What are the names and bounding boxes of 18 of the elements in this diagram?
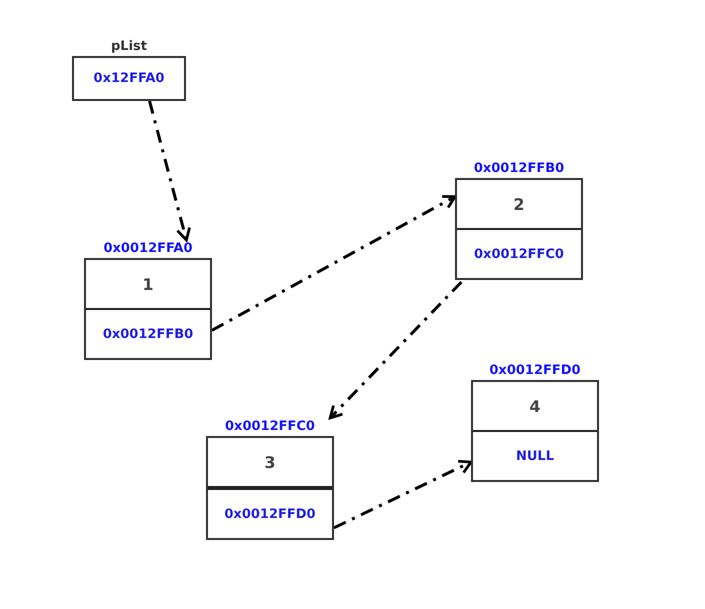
next-pointer: 0x0012FFB0 (86, 308, 210, 358)
variable-name: pList (111, 38, 147, 56)
data-value: 2 (512, 194, 526, 216)
dashed-arrow (333, 460, 472, 530)
dashed-arrow (328, 280, 462, 420)
data-value: 3 (263, 452, 277, 474)
node-address: 0x0012FFD0 (489, 362, 581, 380)
node-address: 0x0012FFA0 (104, 240, 192, 258)
node-address: 0x0012FFB0 (474, 160, 564, 178)
data-value: 1 (141, 274, 155, 296)
next-pointer: 0x0012FFD0 (208, 486, 332, 538)
address-value: 0x12FFA0 (92, 70, 166, 88)
next-pointer: NULL (473, 430, 597, 480)
dashed-arrow (148, 100, 191, 242)
node-address: 0x0012FFC0 (225, 418, 315, 436)
next-pointer: 0x0012FFC0 (457, 228, 581, 278)
data-value: 4 (528, 396, 542, 418)
dashed-arrow (211, 195, 456, 332)
